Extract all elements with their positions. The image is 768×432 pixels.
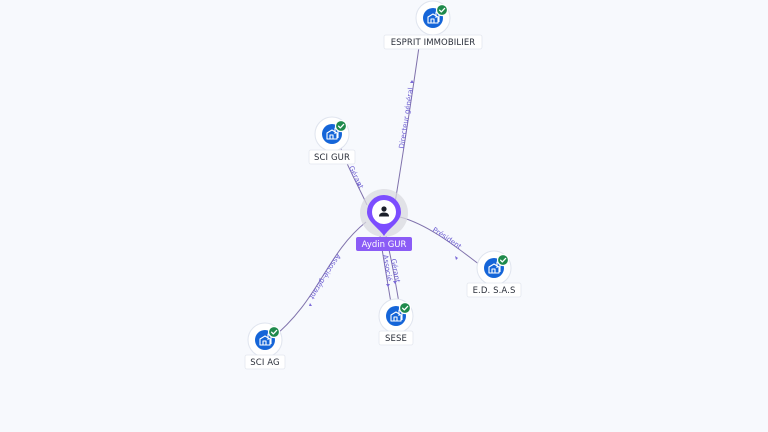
arrowhead-president bbox=[455, 256, 458, 260]
arrowhead-directeur-general bbox=[410, 80, 414, 83]
verified-check-icon bbox=[398, 301, 412, 315]
verified-check-icon bbox=[496, 253, 510, 267]
company-label-sci-ag: SCI AG bbox=[244, 354, 286, 370]
company-name: E.D. S.A.S bbox=[473, 286, 516, 296]
company-label-sci-gur: SCI GUR bbox=[308, 149, 356, 165]
company-node-esprit-immobilier[interactable] bbox=[415, 0, 451, 36]
company-node-ed-sas[interactable] bbox=[476, 250, 512, 286]
company-label-ed-sas: E.D. S.A.S bbox=[466, 282, 522, 298]
arrowhead-gerant-sci-gur bbox=[357, 183, 360, 186]
edge-label-president: Président bbox=[431, 226, 463, 251]
company-label-esprit-immobilier: ESPRIT IMMOBILIER bbox=[383, 34, 483, 50]
person-node[interactable] bbox=[360, 189, 408, 237]
edge-label-gerant-sci-gur: Gérant bbox=[347, 165, 365, 191]
person-label: Aydin GUR bbox=[356, 237, 412, 251]
pin-inner bbox=[372, 200, 396, 224]
verified-check-icon bbox=[435, 3, 449, 17]
company-label-sese: SESE bbox=[378, 330, 414, 346]
company-name: SESE bbox=[385, 334, 407, 344]
company-name: SCI GUR bbox=[314, 153, 350, 163]
company-node-sci-gur[interactable] bbox=[314, 116, 350, 152]
company-node-sese[interactable] bbox=[378, 298, 414, 334]
edges bbox=[269, 39, 485, 341]
arrowhead-associe-sese bbox=[386, 284, 390, 287]
arrowhead-gerant-sese bbox=[393, 281, 397, 284]
company-name: SCI AG bbox=[250, 358, 279, 368]
arrowheads bbox=[309, 80, 458, 306]
company-node-sci-ag[interactable] bbox=[247, 322, 283, 358]
edge-associe-gerant bbox=[269, 221, 367, 341]
verified-check-icon bbox=[334, 119, 348, 133]
edge-label-directeur-general: Directeur général bbox=[398, 87, 415, 149]
arrowhead-associe-gerant bbox=[309, 303, 312, 306]
person-name: Aydin GUR bbox=[362, 240, 407, 250]
company-name: ESPRIT IMMOBILIER bbox=[391, 38, 476, 48]
edge-directeur-general bbox=[394, 39, 421, 204]
edge-president bbox=[399, 216, 485, 269]
person-icon bbox=[379, 206, 389, 217]
verified-check-icon bbox=[267, 325, 281, 339]
edge-label-associe-gerant: Associé-gérant bbox=[307, 252, 342, 301]
